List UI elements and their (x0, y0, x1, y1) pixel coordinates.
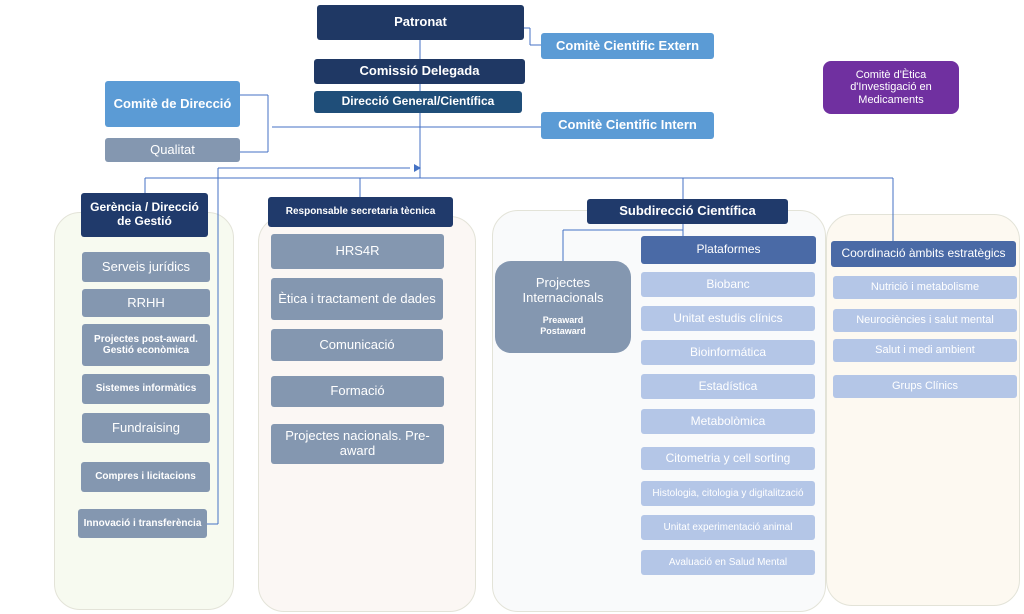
projectes-postaward: Postaward (540, 326, 586, 337)
gerencia-item: Sistemes informàtics (82, 374, 210, 404)
comite-cientific-intern-box: Comitè Cientific Intern (541, 112, 714, 139)
coordinacio-title: Coordinació àmbits estratègics (831, 241, 1016, 267)
plataformes-item: Avaluació en Salud Mental (641, 550, 815, 575)
comissio-delegada-box: Comissió Delegada (314, 59, 525, 84)
secretaria-item: Comunicació (271, 329, 443, 361)
gerencia-item: Projectes post-award. Gestió econòmica (82, 324, 210, 366)
gerencia-item: Serveis jurídics (82, 252, 210, 282)
coordinacio-item: Grups Clínics (833, 375, 1017, 398)
secretaria-item: Projectes nacionals. Pre-award (271, 424, 444, 464)
plataformes-item: Unitat estudis clínics (641, 306, 815, 331)
secretaria-item: Ètica i tractament de dades (271, 278, 443, 320)
gerencia-item: Innovació i transferència (78, 509, 207, 538)
plataformes-item: Estadística (641, 374, 815, 399)
plataformes-item: Metabolòmica (641, 409, 815, 434)
subdireccio-title: Subdirecció Científica (587, 199, 788, 224)
gerencia-item: Fundraising (82, 413, 210, 443)
plataformes-item: Unitat experimentació animal (641, 515, 815, 540)
projectes-internacionals-box: Projectes Internacionals Preaward Postaw… (495, 261, 631, 353)
plataformes-item: Bioinformática (641, 340, 815, 365)
comite-cientific-extern-box: Comitè Cientific Extern (541, 33, 714, 59)
coordinacio-item: Nutrició i metabolisme (833, 276, 1017, 299)
secretaria-item: HRS4R (271, 234, 444, 269)
coordinacio-item: Salut i medi ambient (833, 339, 1017, 362)
patronat-box: Patronat (317, 5, 524, 40)
secretaria-item: Formació (271, 376, 444, 407)
coordinacio-item: Neurociències i salut mental (833, 309, 1017, 332)
gerencia-item: Compres i licitacions (81, 462, 210, 492)
plataformes-item: Citometria y cell sorting (641, 447, 815, 470)
gerencia-item: RRHH (82, 289, 210, 317)
plataformes-item: Histologia, citologia y digitalització (641, 481, 815, 506)
comite-etica-box: Comitè d'Ètica d'Investigació en Medicam… (823, 61, 959, 114)
projectes-internacionals-title: Projectes Internacionals (522, 275, 604, 306)
direccio-general-box: Direcció General/Científica (314, 91, 522, 113)
plataformes-item: Biobanc (641, 272, 815, 297)
secretaria-title: Responsable secretaria tècnica (268, 197, 453, 227)
comite-direccio-box: Comitè de Direcció (105, 81, 240, 127)
plataformes-title: Plataformes (641, 236, 816, 264)
qualitat-box: Qualitat (105, 138, 240, 162)
gerencia-title: Gerència / Direcció de Gestió (81, 193, 208, 237)
projectes-preaward: Preaward (542, 315, 584, 326)
